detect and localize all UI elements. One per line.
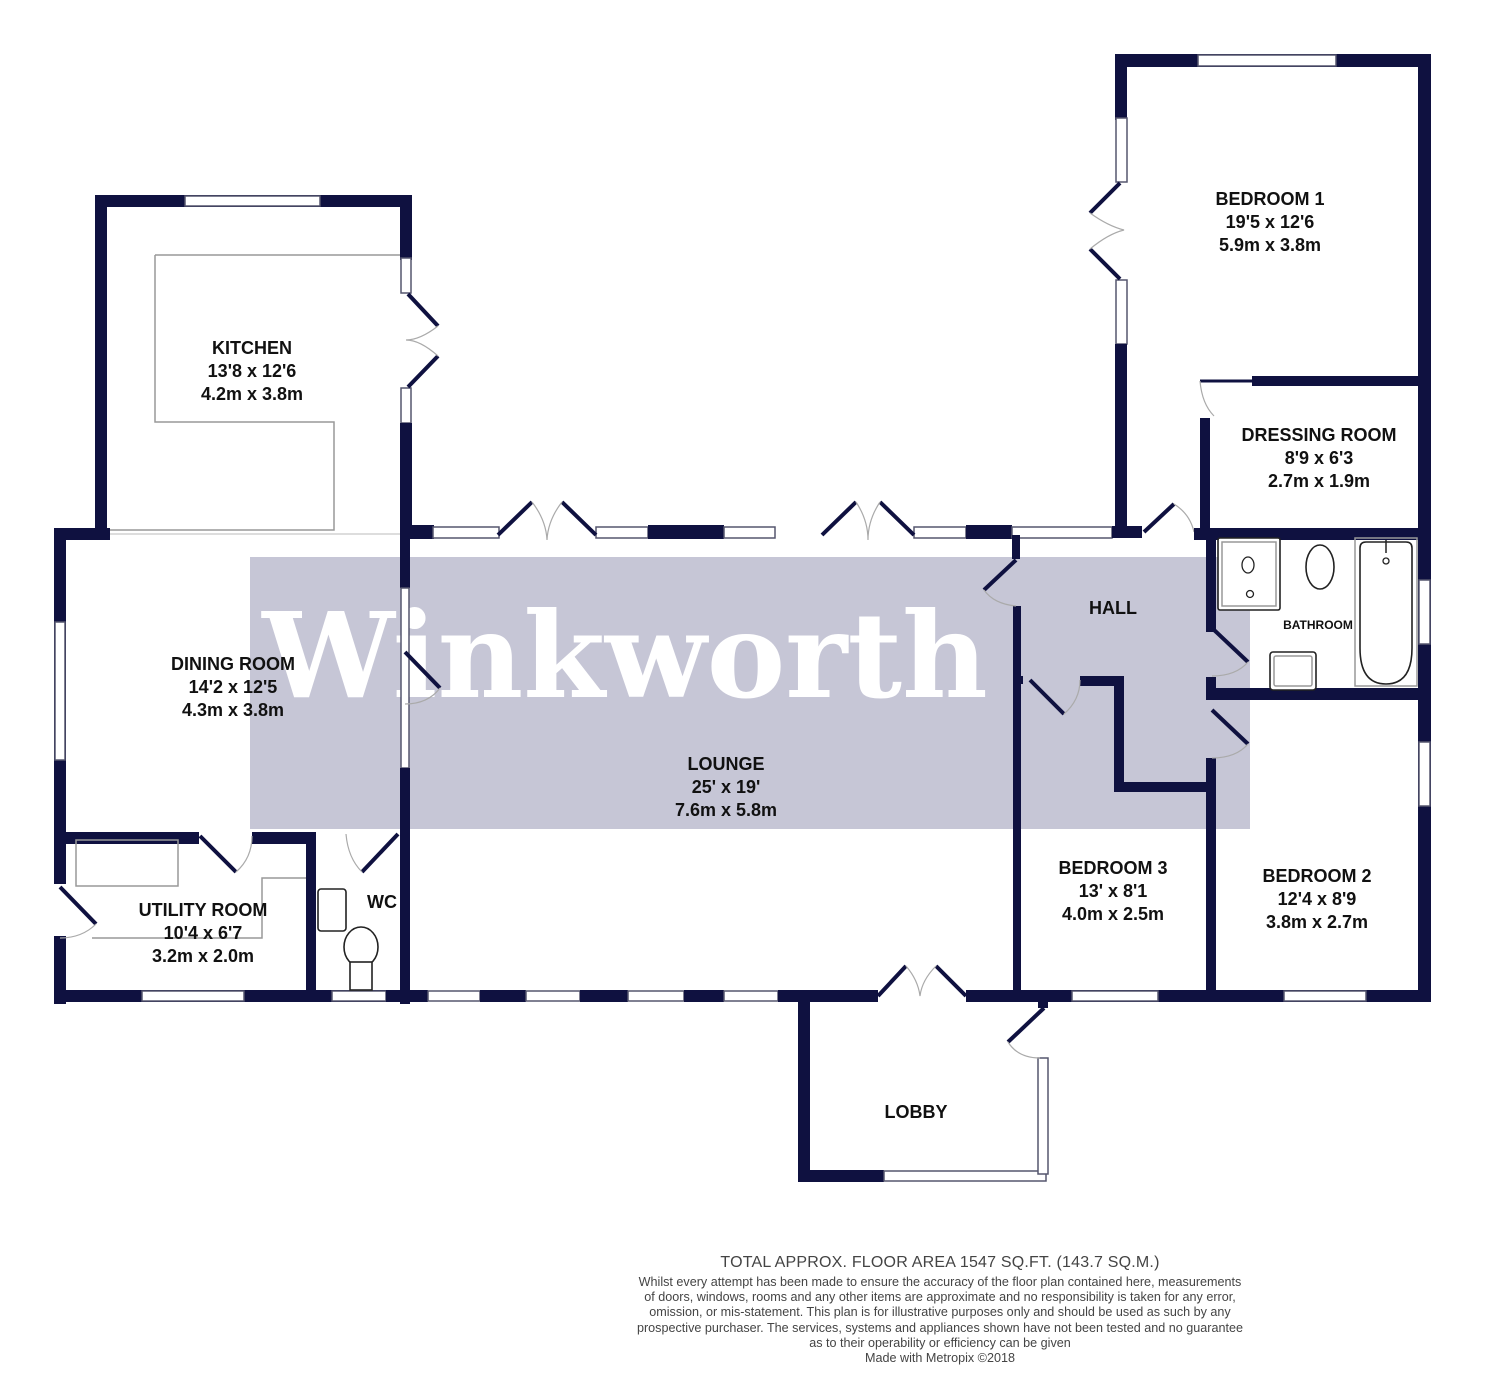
lobby-side-door	[1006, 1006, 1046, 1059]
lounge-top-wall	[400, 525, 1113, 539]
utility-walls	[54, 832, 400, 1002]
svg-text:BEDROOM 1: BEDROOM 1	[1215, 189, 1324, 209]
disclaimer-line: as to their operability or efficiency ca…	[809, 1335, 1071, 1350]
kitchen-walls	[95, 195, 412, 535]
bedroom1-label: BEDROOM 1 19'5 x 12'6 5.9m x 3.8m	[1215, 189, 1324, 255]
utility-door-from-dining	[198, 834, 253, 874]
svg-text:13'8 x 12'6: 13'8 x 12'6	[208, 361, 297, 381]
svg-text:4.3m x 3.8m: 4.3m x 3.8m	[182, 700, 284, 720]
bathtub-icon	[1354, 537, 1418, 687]
bathroom-label: BATHROOM	[1283, 618, 1353, 632]
watermark-logo: Winkworth	[260, 586, 988, 725]
svg-text:4.0m x 2.5m: 4.0m x 2.5m	[1062, 904, 1164, 924]
hall-label: HALL	[1089, 598, 1137, 618]
watermark-band	[250, 557, 1250, 829]
svg-text:25' x 19': 25' x 19'	[692, 777, 761, 797]
footer: TOTAL APPROX. FLOOR AREA 1547 SQ.FT. (14…	[560, 1254, 1320, 1366]
kitchen-patio-door	[405, 292, 440, 389]
dining-room-label: DINING ROOM 14'2 x 12'5 4.3m x 3.8m	[171, 654, 295, 720]
svg-text:LOUNGE: LOUNGE	[687, 754, 764, 774]
dining-lounge-door	[403, 650, 442, 705]
bedroom1-french-door	[1088, 181, 1125, 281]
svg-text:5.9m x 3.8m: 5.9m x 3.8m	[1219, 235, 1321, 255]
wc-label: WC	[367, 892, 397, 912]
bathroom-toilet-icon	[1305, 544, 1335, 590]
dressing-room-door	[1199, 380, 1215, 417]
svg-text:10'4 x 6'7: 10'4 x 6'7	[164, 923, 243, 943]
hall-to-lounge-door	[982, 558, 1018, 607]
lobby-walls	[798, 992, 1049, 1182]
svg-text:14'2 x 12'5: 14'2 x 12'5	[189, 677, 278, 697]
wc-toilet-icon	[343, 926, 379, 991]
svg-text:3.2m x 2.0m: 3.2m x 2.0m	[152, 946, 254, 966]
hall-walls	[1012, 535, 1216, 1002]
lobby-double-door	[876, 964, 968, 998]
disclaimer-line: prospective purchaser. The services, sys…	[636, 1320, 1244, 1335]
lounge-patio-door-right	[820, 500, 916, 541]
lobby-label: LOBBY	[885, 1102, 948, 1122]
disclaimer-line: of doors, windows, rooms and any other i…	[644, 1290, 1236, 1305]
svg-text:12'4 x 8'9: 12'4 x 8'9	[1278, 889, 1357, 909]
svg-text:UTILITY ROOM: UTILITY ROOM	[139, 900, 268, 920]
lounge-bottom-wall	[386, 990, 1046, 1002]
wc-basin-icon	[317, 888, 347, 932]
svg-text:19'5 x 12'6: 19'5 x 12'6	[1226, 212, 1315, 232]
svg-text:8'9 x 6'3: 8'9 x 6'3	[1285, 448, 1354, 468]
svg-text:DRESSING ROOM: DRESSING ROOM	[1241, 425, 1396, 445]
disclaimer-line: omission, or mis-statement. This plan is…	[649, 1305, 1231, 1320]
lounge-label: LOUNGE 25' x 19' 7.6m x 5.8m	[675, 754, 777, 820]
kitchen-worktop	[108, 254, 400, 531]
hall-to-bedroom1-door	[1112, 502, 1195, 538]
svg-text:13' x 8'1: 13' x 8'1	[1079, 881, 1148, 901]
disclaimer-line: Whilst every attempt has been made to en…	[638, 1275, 1242, 1289]
kitchen-label: KITCHEN 13'8 x 12'6 4.2m x 3.8m	[201, 338, 303, 404]
metropix-credit: Made with Metropix ©2018	[865, 1351, 1015, 1366]
utility-external-door	[54, 884, 98, 939]
total-floor-area: TOTAL APPROX. FLOOR AREA 1547 SQ.FT. (14…	[720, 1254, 1160, 1271]
bedroom-wing-bottom-wall	[1036, 990, 1430, 1002]
svg-text:7.6m x 5.8m: 7.6m x 5.8m	[675, 800, 777, 820]
svg-text:KITCHEN: KITCHEN	[212, 338, 292, 358]
utility-worktop	[75, 839, 306, 939]
wc-door	[345, 832, 400, 874]
bathroom-basin-icon	[1269, 651, 1317, 691]
dressing-room-label: DRESSING ROOM 8'9 x 6'3 2.7m x 1.9m	[1241, 425, 1396, 491]
svg-text:3.8m x 2.7m: 3.8m x 2.7m	[1266, 912, 1368, 932]
bathroom-door	[1210, 626, 1250, 677]
svg-text:2.7m x 1.9m: 2.7m x 1.9m	[1268, 471, 1370, 491]
bedroom3-label: BEDROOM 3 13' x 8'1 4.0m x 2.5m	[1058, 858, 1167, 924]
svg-text:BEDROOM 3: BEDROOM 3	[1058, 858, 1167, 878]
svg-text:BEDROOM 2: BEDROOM 2	[1262, 866, 1371, 886]
utility-room-label: UTILITY ROOM 10'4 x 6'7 3.2m x 2.0m	[139, 900, 268, 966]
bedroom2-door	[1210, 708, 1250, 759]
bathroom-walls	[1194, 528, 1431, 807]
shower-tray-icon	[1217, 537, 1281, 611]
bedroom2-label: BEDROOM 2 12'4 x 8'9 3.8m x 2.7m	[1262, 866, 1371, 932]
svg-text:4.2m x 3.8m: 4.2m x 3.8m	[201, 384, 303, 404]
lounge-patio-door-left	[496, 500, 598, 541]
svg-text:DINING ROOM: DINING ROOM	[171, 654, 295, 674]
bedroom3-door	[1028, 678, 1081, 716]
